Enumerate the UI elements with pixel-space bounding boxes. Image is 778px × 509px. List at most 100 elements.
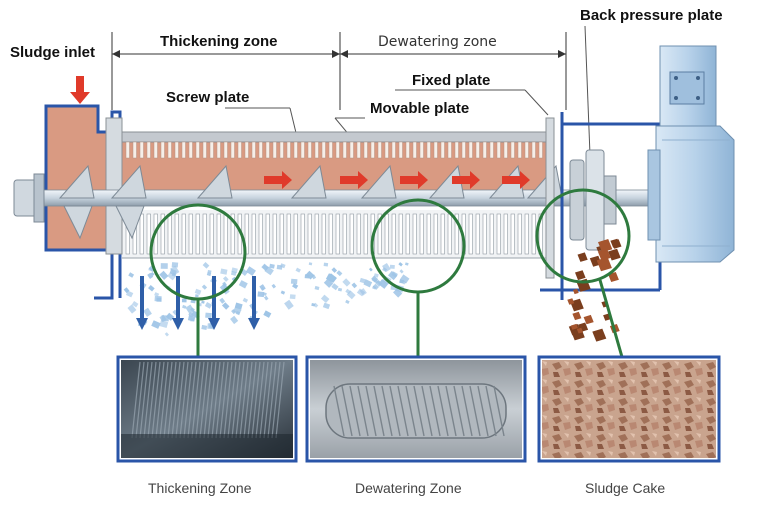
right-frame [540, 112, 662, 300]
ring-plate [174, 213, 179, 255]
flow-arrow [502, 171, 530, 189]
droplet [245, 266, 256, 276]
ring-plate [328, 213, 333, 255]
ring-plate [160, 213, 165, 255]
ring-plate [433, 141, 438, 159]
ring-plate [202, 141, 207, 159]
droplet [181, 298, 187, 303]
droplet [375, 279, 383, 287]
droplet [222, 276, 229, 282]
filtrate-water-arrows [136, 276, 260, 330]
ring-plate [370, 141, 375, 159]
droplet [194, 288, 202, 295]
droplet [351, 282, 358, 289]
photo-rib [187, 361, 197, 439]
photo-rib [215, 361, 225, 439]
ring-plate [524, 141, 529, 159]
ring-plate [279, 141, 284, 159]
photo-rib [469, 385, 481, 437]
flow-arrow [400, 171, 428, 189]
cake-chunk [576, 327, 584, 334]
ring-cake [535, 188, 631, 284]
droplet [378, 279, 389, 289]
ring-plate [342, 141, 347, 159]
photo-rib [251, 361, 261, 439]
ring-plate [454, 141, 459, 159]
photo-rib [175, 361, 185, 439]
ring-plate [517, 213, 522, 255]
droplet [230, 270, 237, 276]
photo-rib [143, 361, 153, 439]
cake-chunk [567, 298, 575, 305]
ring-plate [272, 213, 277, 255]
ring-plate [384, 141, 389, 159]
ring-plate [496, 213, 501, 255]
ring-plate [230, 141, 235, 159]
photo-rib [397, 385, 409, 437]
screw-flight [360, 164, 397, 199]
screw-plate-label: Screw plate [166, 89, 249, 106]
caption-thickening-zone: Thickening Zone [148, 480, 252, 496]
ring-plate [503, 141, 508, 159]
ring-plate [405, 141, 410, 159]
droplet [123, 287, 130, 294]
screw-flight [196, 164, 233, 199]
droplet [269, 263, 275, 269]
ring-plate [146, 141, 151, 159]
ring-plate [510, 141, 515, 159]
droplet [400, 274, 410, 284]
ring-plate [398, 141, 403, 159]
ring-plate [419, 141, 424, 159]
back-pressure-plate-outer [569, 159, 585, 241]
ring-plate [286, 141, 291, 159]
photo-rib [333, 385, 345, 437]
droplet [201, 324, 208, 331]
droplet [235, 310, 241, 316]
cake-chunk [611, 239, 622, 249]
droplet [292, 283, 299, 290]
left-flange [105, 117, 123, 255]
photo-rib [365, 385, 377, 437]
droplet [159, 320, 169, 329]
droplet [372, 283, 379, 290]
droplet [308, 262, 313, 266]
droplet [295, 267, 301, 273]
photo-rib [267, 361, 277, 439]
droplet [202, 262, 210, 269]
cake-chunk [608, 248, 621, 261]
ring-plate [167, 213, 172, 255]
photo-rib [207, 361, 217, 439]
ring-plate [181, 141, 186, 159]
water-arrow [172, 276, 184, 330]
droplet [242, 297, 249, 303]
ring-plate [195, 141, 200, 159]
screw-flight [58, 164, 95, 199]
photo-rib [255, 361, 265, 439]
droplet [127, 304, 137, 314]
ring-plate [223, 213, 228, 255]
ring-plate [258, 213, 263, 255]
dimension-arrowheads [112, 50, 566, 58]
upper-ring-plates [125, 141, 543, 159]
droplet [150, 272, 155, 276]
ring-plate [153, 141, 158, 159]
photo-rib [159, 361, 169, 439]
ring-plate [440, 141, 445, 159]
photo-rib [373, 385, 385, 437]
ring-plate [293, 141, 298, 159]
ring-plate [307, 213, 312, 255]
ring-plate [265, 141, 270, 159]
droplet [322, 302, 331, 310]
droplet [337, 287, 343, 292]
photo-rib [485, 385, 497, 437]
ring-plate [398, 213, 403, 255]
ring-plate [510, 213, 515, 255]
screw-flight [290, 164, 327, 199]
ring-plate [139, 213, 144, 255]
droplet [359, 277, 366, 284]
droplet [125, 290, 134, 298]
photo-rib [243, 361, 253, 439]
ring-plate [328, 141, 333, 159]
screw-flight [110, 164, 147, 199]
droplet [160, 263, 168, 269]
